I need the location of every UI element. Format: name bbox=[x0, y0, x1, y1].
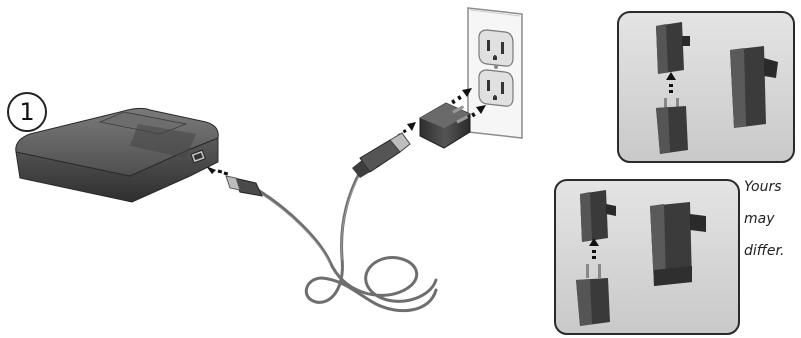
ac-adapter bbox=[420, 103, 470, 148]
plug-adapter-inset-bottom bbox=[555, 180, 739, 334]
usb-plug-device-end bbox=[226, 176, 262, 196]
step-number: 1 bbox=[19, 100, 34, 124]
arrow-into-device bbox=[206, 166, 228, 175]
outlet-screw bbox=[494, 65, 498, 69]
usb-plug-adapter-end bbox=[352, 133, 410, 178]
outlet-socket-top bbox=[479, 30, 513, 66]
usb-cable bbox=[258, 172, 436, 311]
adapter-caption: Yours may differ. bbox=[744, 178, 800, 258]
step-number-badge: 1 bbox=[7, 92, 47, 132]
caption-line-1: Yours bbox=[744, 180, 800, 194]
wall-outlet bbox=[468, 8, 522, 138]
caption-line-2: may bbox=[744, 212, 800, 226]
device bbox=[16, 108, 218, 202]
outlet-socket-bottom bbox=[479, 70, 513, 106]
plug-adapter-inset-top bbox=[618, 12, 794, 162]
caption-line-3: differ. bbox=[744, 244, 800, 258]
